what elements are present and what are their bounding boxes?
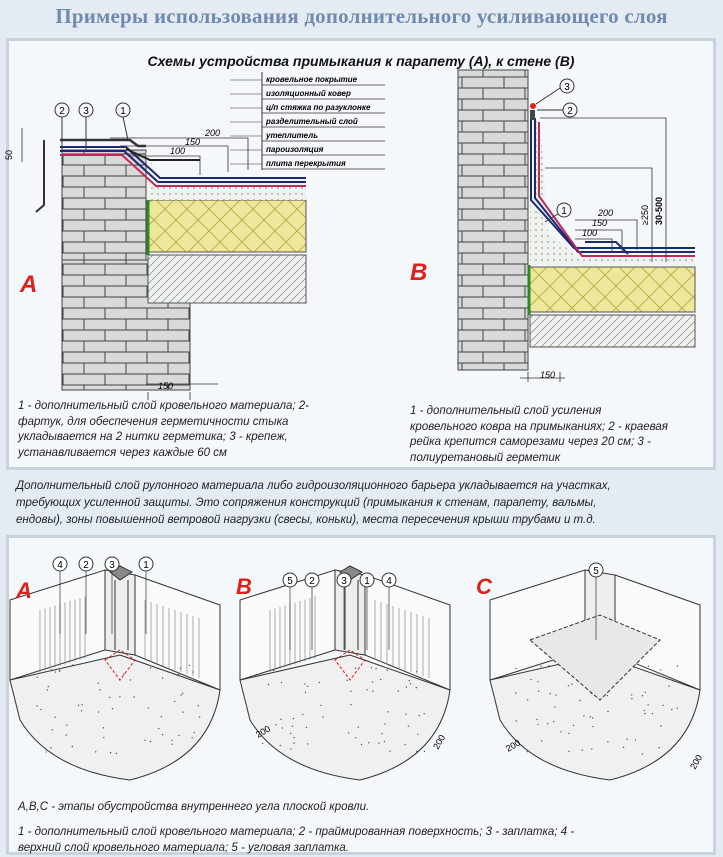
- caption-line: кровельного ковра на примыканиях; 2 - кр…: [410, 420, 710, 436]
- paragraph-line: ендовы), зоны повышенной ветровой нагруз…: [16, 512, 716, 529]
- diagram-a-parapet: 200 150 100 50 150 2 3 1 A: [4, 103, 306, 400]
- diagram-letter-a: A: [19, 271, 37, 298]
- caption-a: 1 - дополнительный слой кровельного мате…: [18, 399, 398, 461]
- caption-line: рейка крепится саморезами через 20 см; 3…: [410, 435, 710, 451]
- caption-line: укладывается на 2 нитки герметика; 3 - к…: [18, 430, 398, 446]
- layer-label: кровельное покрытие: [266, 75, 358, 84]
- dim-200: 200: [204, 128, 220, 138]
- layer-label-table: кровельное покрытие изоляционный ковер ц/п…: [230, 72, 385, 170]
- callout-2: 2: [59, 106, 65, 117]
- layer-label: плита перекрытия: [266, 159, 346, 168]
- screed: [530, 120, 695, 265]
- stages-caption: A,B,C - этапы обустройства внутреннего у…: [18, 800, 369, 816]
- caption-b: 1 - дополнительный слой усиления кровель…: [410, 404, 710, 466]
- callout-3: 3: [564, 82, 570, 93]
- floor-slab: [148, 255, 306, 303]
- dim-50: 50: [4, 150, 14, 160]
- paragraph-line: требующих усиленной защиты. Это сопряжен…: [16, 495, 716, 512]
- roofing-membrane-layers: [531, 118, 695, 256]
- paragraph-line: Дополнительный слой рулонного материала …: [16, 478, 716, 495]
- dim-30-500: 30-500: [654, 197, 664, 225]
- callout-2: 2: [567, 106, 573, 117]
- callout-1: 1: [120, 106, 126, 117]
- insulation: [148, 200, 306, 252]
- caption-line: устанавливается через каждые 60 см: [18, 446, 398, 462]
- dim-200: 200: [597, 208, 613, 218]
- diagram-letter-b: B: [410, 259, 427, 286]
- dim-150: 150: [185, 137, 200, 147]
- callout-1: 1: [561, 206, 567, 217]
- layer-label: утеплитель: [265, 131, 318, 140]
- description-paragraph: Дополнительный слой рулонного материала …: [16, 478, 716, 529]
- caption-line: 1 - дополнительный слой усиления: [410, 404, 710, 420]
- dim-bottom-150: 150: [540, 370, 555, 380]
- legend-caption: 1 - дополнительный слой кровельного мате…: [18, 825, 574, 841]
- diagram-b-wall: 200 150 100 ≥250 30-500 150 3 2 1 B: [410, 70, 695, 382]
- callout-3: 3: [83, 106, 89, 117]
- layer-label: пароизоляция: [266, 145, 324, 154]
- legend-caption: верхний слой кровельного материала; 5 - …: [18, 841, 349, 857]
- callouts-a: [55, 103, 130, 150]
- caption-line: фартук, для обеспечения герметичности ст…: [18, 415, 398, 431]
- layer-label: изоляционный ковер: [266, 89, 351, 98]
- drip-edge: [36, 140, 44, 212]
- dim-150: 150: [592, 218, 607, 228]
- layer-label: ц/п стяжка по разуклонке: [266, 103, 371, 112]
- dim-100: 100: [170, 146, 185, 156]
- insulation: [530, 267, 695, 312]
- dim-100: 100: [582, 228, 597, 238]
- layer-label: разделительный слой: [265, 117, 358, 126]
- caption-line: полиуретановый герметик: [410, 451, 710, 467]
- wall-brick: [458, 70, 528, 370]
- dim-bottom-150: 150: [158, 381, 173, 391]
- caption-line: 1 - дополнительный слой кровельного мате…: [18, 399, 398, 415]
- dim-min-250: ≥250: [640, 205, 650, 225]
- cap-flashing: [60, 140, 146, 146]
- floor-slab: [530, 315, 695, 347]
